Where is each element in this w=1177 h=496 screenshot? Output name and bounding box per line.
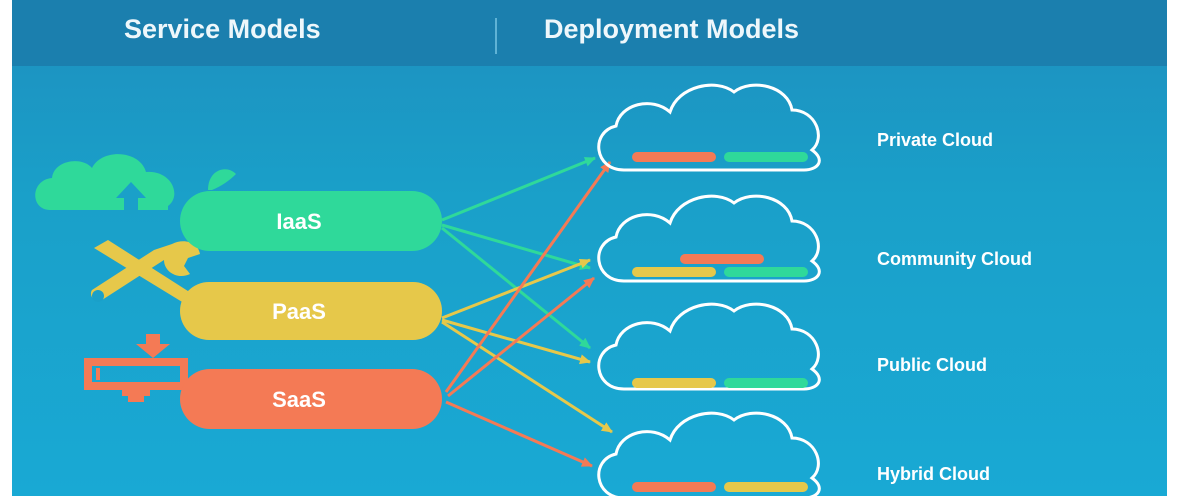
cloud-icon [597, 411, 821, 496]
deployment-models-title: Deployment Models [544, 14, 800, 44]
cloud-hybrid-label: Hybrid Cloud [877, 464, 990, 484]
pill-paas: PaaS [180, 282, 442, 340]
cloud-private: Private Cloud [597, 83, 993, 172]
service-models-title: Service Models [124, 14, 321, 44]
diagram-canvas: Service Models Deployment Models [12, 0, 1167, 496]
cloud-icon [597, 302, 821, 391]
cloud-icon [597, 83, 821, 172]
cloud-public: Public Cloud [597, 302, 987, 391]
header-divider [495, 18, 497, 54]
pill-saas-label: SaaS [272, 387, 326, 412]
arrow-group [441, 156, 613, 468]
cloud-upload-icon [35, 154, 236, 214]
arrow-iaas-private [441, 156, 596, 222]
cloud-public-label: Public Cloud [877, 355, 987, 375]
header-band: Service Models Deployment Models [12, 0, 1167, 66]
wrench-screwdriver-icon [90, 240, 202, 308]
pill-iaas-label: IaaS [276, 209, 321, 234]
monitor-download-icon [84, 334, 188, 402]
arrow-saas-community [447, 276, 595, 398]
arrow-saas-private [444, 161, 612, 393]
cloud-private-label: Private Cloud [877, 130, 993, 150]
cloud-community: Community Cloud [597, 194, 1032, 283]
models-diagram: IaaS PaaS SaaS Private Cloud Community C… [35, 83, 1032, 496]
pill-paas-label: PaaS [272, 299, 326, 324]
pill-iaas: IaaS [180, 191, 442, 251]
arrow-saas-hybrid [445, 400, 593, 468]
arrow-paas-hybrid [441, 320, 613, 434]
cloud-hybrid: Hybrid Cloud [597, 411, 990, 496]
cloud-icon [597, 194, 821, 283]
arrow-paas-community [441, 258, 591, 320]
arrow-iaas-community [441, 223, 591, 271]
cloud-community-label: Community Cloud [877, 249, 1032, 269]
pill-saas: SaaS [180, 369, 442, 429]
